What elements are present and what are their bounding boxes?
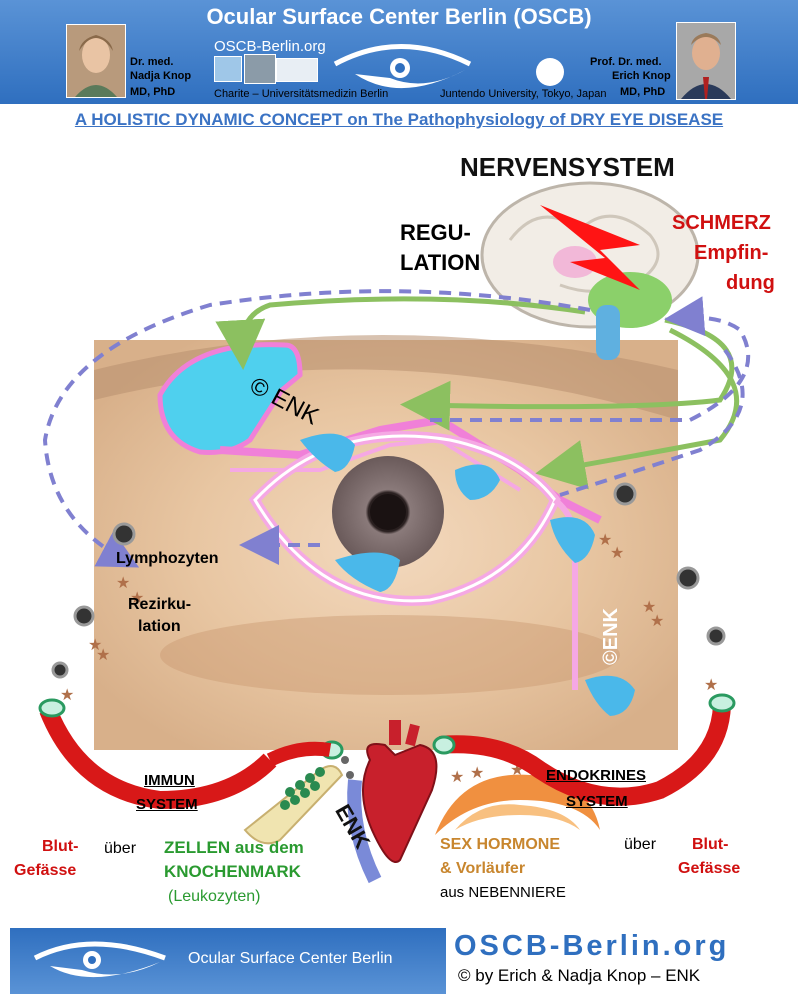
label-regulation-2: LATION [400, 250, 481, 275]
photo-nadja-knop [66, 24, 126, 98]
dashed-arrow-recirculation [42, 289, 591, 568]
circulating-cell-icons [51, 482, 726, 679]
label-sex-hormone: SEX HORMONE [440, 836, 561, 853]
label-blut-left-2: Gefässe [14, 862, 77, 879]
label-uber-right: über [624, 836, 657, 853]
building-logo [244, 54, 276, 84]
label-blut-right-1: Blut- [692, 836, 729, 853]
label-immun-1: IMMUN [144, 772, 195, 789]
svg-text:★: ★ [642, 597, 656, 616]
svg-text:★: ★ [470, 763, 484, 782]
right-blood-vessel-icon [432, 693, 736, 806]
brain-icon [480, 181, 700, 360]
label-vorlaeufer: & Vorläufer [440, 860, 526, 877]
svg-text:★: ★ [704, 675, 718, 694]
label-lymphozyten: Lymphozyten [116, 550, 219, 567]
left-person-line2: Nadja Knop [130, 70, 192, 82]
label-regulation-1: REGU- [400, 220, 471, 245]
green-arrow-brain-to-eye [400, 317, 735, 431]
oscb-eye-logo-icon [33, 941, 166, 978]
dashed-arrow-brain-to-lid [559, 348, 745, 497]
right-person-line1: Prof. Dr. med. [590, 56, 662, 68]
label-endokrin-1: ENDOKRINES [546, 767, 647, 784]
right-person-line2: Erich Knop [612, 70, 671, 82]
svg-text:★: ★ [88, 635, 102, 654]
footer-copyright: © by Erich & Nadja Knop – ENK [458, 966, 701, 985]
svg-text:★: ★ [610, 543, 624, 562]
right-person-line3: MD, PhD [620, 86, 666, 98]
bone-marrow-icon [243, 756, 354, 845]
right-affiliation: Juntendo University, Tokyo, Japan [440, 88, 607, 100]
oscb-eye-logo-icon [333, 44, 472, 89]
header-url[interactable]: OSCB-Berlin.org [214, 38, 326, 55]
label-rezirkulation-2: lation [138, 618, 181, 635]
charite-logo [214, 56, 242, 82]
label-zellen-2: KNOCHENMARK [164, 862, 301, 881]
svg-text:★: ★ [650, 611, 664, 630]
label-blut-right-2: Gefässe [678, 860, 741, 877]
heart-icon [347, 720, 438, 884]
university-logo [276, 58, 318, 82]
label-schmerz-1: SCHMERZ [672, 212, 771, 234]
photo-erich-knop [676, 22, 736, 100]
svg-text:★: ★ [96, 645, 110, 664]
label-schmerz-2: Empfin- [694, 242, 769, 264]
left-blood-vessel-icon [38, 698, 344, 810]
label-nebenniere: aus NEBENNIERE [440, 884, 566, 901]
footer-url[interactable]: OSCB-Berlin.org [454, 930, 730, 962]
svg-text:★: ★ [598, 530, 612, 549]
left-person-line1: Dr. med. [130, 56, 174, 68]
svg-text:★: ★ [116, 573, 130, 592]
footer-banner: Ocular Surface Center Berlin [10, 928, 446, 994]
label-nervensystem: NERVENSYSTEM [460, 152, 675, 182]
header-banner: Ocular Surface Center Berlin (OSCB) OSCB… [0, 0, 798, 104]
left-affiliation: Charite – Universitätsmedizin Berlin [214, 88, 389, 100]
header-title: Ocular Surface Center Berlin (OSCB) [206, 4, 592, 29]
green-arrow-brain-to-gland [215, 296, 586, 370]
svg-text:★: ★ [130, 588, 144, 607]
label-blut-left-1: Blut- [42, 838, 79, 855]
portrait-icon [67, 25, 125, 97]
svg-text:★: ★ [60, 685, 74, 704]
portrait-icon [677, 23, 735, 99]
label-immun-2: SYSTEM [136, 796, 198, 813]
green-arrow-brain-to-lid [535, 327, 740, 490]
svg-text:★: ★ [450, 767, 464, 786]
label-uber-left: über [104, 840, 137, 857]
label-rezirkulation-1: Rezirku- [128, 596, 192, 613]
tear-drop-icons [300, 433, 635, 716]
dashed-arrow-eye-to-brain [430, 296, 751, 422]
footer-center-name: Ocular Surface Center Berlin [188, 950, 393, 967]
page-subtitle: A HOLISTIC DYNAMIC CONCEPT on The Pathop… [74, 110, 724, 129]
label-endokrin-2: SYSTEM [566, 793, 628, 810]
hormone-star-icons: ★★ ★★ ★ ★★ ★★ ★ ★★★★ [60, 530, 718, 786]
label-schmerz-3: dung [726, 272, 775, 294]
juntendo-logo [536, 58, 564, 86]
label-leukozyten: (Leukozyten) [168, 888, 261, 905]
label-copyright-enk-vertical: ©ENK [600, 608, 622, 665]
label-zellen-1: ZELLEN aus dem [164, 838, 304, 857]
left-person-line3: MD, PhD [130, 86, 176, 98]
